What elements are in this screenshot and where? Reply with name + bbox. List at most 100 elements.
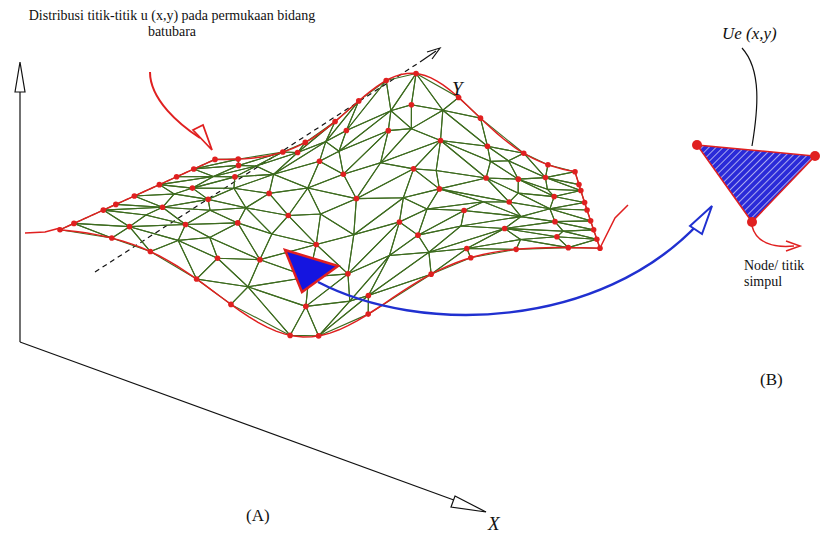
node-dot (397, 219, 403, 225)
node-dot (747, 217, 757, 227)
node-dot (280, 149, 286, 155)
axis-label: X (488, 513, 500, 535)
surface-boundary (60, 73, 600, 337)
node-dot (266, 191, 272, 197)
mesh-triangle (234, 174, 274, 193)
mesh-triangle (150, 240, 196, 279)
mesh-triangle (238, 223, 272, 260)
figure-label: (A) (246, 506, 270, 526)
node-dot (286, 213, 292, 219)
node-dot (113, 202, 119, 208)
mesh-triangle (518, 179, 554, 196)
node-dot (413, 71, 419, 77)
mesh-triangle (354, 198, 404, 235)
node-dot (478, 115, 484, 121)
mesh-triangle (348, 256, 390, 302)
node-dot (582, 200, 588, 206)
mesh-triangle (290, 306, 319, 336)
node-dot (591, 227, 597, 233)
node-dot (132, 193, 138, 199)
axis-label: Y (452, 78, 463, 100)
mesh-triangle (467, 239, 521, 249)
node-dot (594, 236, 600, 242)
mesh-triangle (178, 240, 217, 279)
element-label: Ue (x,y) (722, 24, 777, 44)
node-dot (174, 174, 180, 180)
node-dot (235, 220, 241, 226)
node-dot (545, 162, 551, 168)
mesh-triangle (308, 174, 357, 198)
node-dot (366, 293, 372, 299)
node-dot (287, 333, 293, 339)
leader-line (742, 48, 757, 146)
node-dot (584, 207, 590, 213)
leader-arrow-head (786, 241, 800, 251)
mesh-triangle (381, 140, 441, 168)
mesh-triangle (368, 252, 431, 295)
node-dot (257, 257, 263, 263)
node-dot (236, 163, 242, 169)
node-dot (215, 255, 221, 261)
mesh-triangle (354, 198, 404, 235)
mesh-triangle (326, 101, 359, 142)
mesh-triangle (326, 101, 359, 142)
mesh-triangle (557, 237, 597, 248)
mesh-triangle (464, 202, 521, 217)
mesh-triangle (346, 81, 386, 131)
node-dot (554, 234, 560, 240)
mesh-triangle (545, 178, 580, 191)
mesh-triangle (272, 216, 316, 245)
mesh-triangle (339, 131, 388, 175)
mesh-triangle (130, 227, 179, 252)
node-dot (190, 185, 196, 191)
figure-label: (B) (760, 370, 783, 390)
axes (15, 48, 486, 512)
node-dot (810, 151, 820, 161)
node-dot (597, 245, 603, 251)
mesh-triangle (159, 176, 213, 188)
node-dot (332, 119, 338, 125)
mesh-triangle (418, 209, 464, 235)
node-dot (386, 128, 392, 134)
mesh-triangle (319, 295, 369, 335)
pointer-arrow (150, 72, 200, 138)
mesh-triangle (388, 111, 411, 131)
node-dot (428, 271, 434, 277)
node-dot (383, 78, 389, 84)
mesh-triangle (235, 166, 274, 177)
mesh-triangle (399, 198, 427, 222)
mesh-triangle (439, 178, 509, 202)
node-dot (437, 186, 443, 192)
mesh-triangle (521, 237, 569, 248)
node-dot (521, 150, 527, 156)
mesh-triangle (391, 105, 412, 129)
mesh-triangle (350, 256, 390, 302)
node-dot (317, 159, 323, 165)
mesh-triangle (518, 193, 554, 209)
mesh-triangle (414, 169, 440, 189)
mesh-triangle (321, 199, 357, 235)
surface-boundary (25, 228, 60, 233)
node-dot (232, 174, 238, 180)
node-dot (543, 175, 549, 181)
node-dot (57, 227, 63, 233)
selected-element (285, 250, 338, 292)
node-dot (513, 247, 519, 253)
node-dot (101, 207, 107, 213)
mesh-triangle (555, 221, 594, 230)
node-dot (341, 171, 347, 177)
mesh-triangle (218, 258, 260, 287)
mesh-triangle (269, 174, 308, 193)
mesh-triangle (288, 214, 320, 244)
mesh-triangle (185, 210, 237, 224)
leader-arrow (752, 226, 794, 246)
node-dot (411, 166, 417, 172)
node-dot (576, 182, 582, 188)
node-dot (191, 166, 197, 172)
mesh-triangle (288, 188, 320, 216)
node-dot (483, 175, 489, 181)
node-dot (506, 199, 512, 205)
node-dot (502, 226, 508, 232)
node-dot (572, 169, 578, 175)
node-dot (302, 140, 308, 146)
